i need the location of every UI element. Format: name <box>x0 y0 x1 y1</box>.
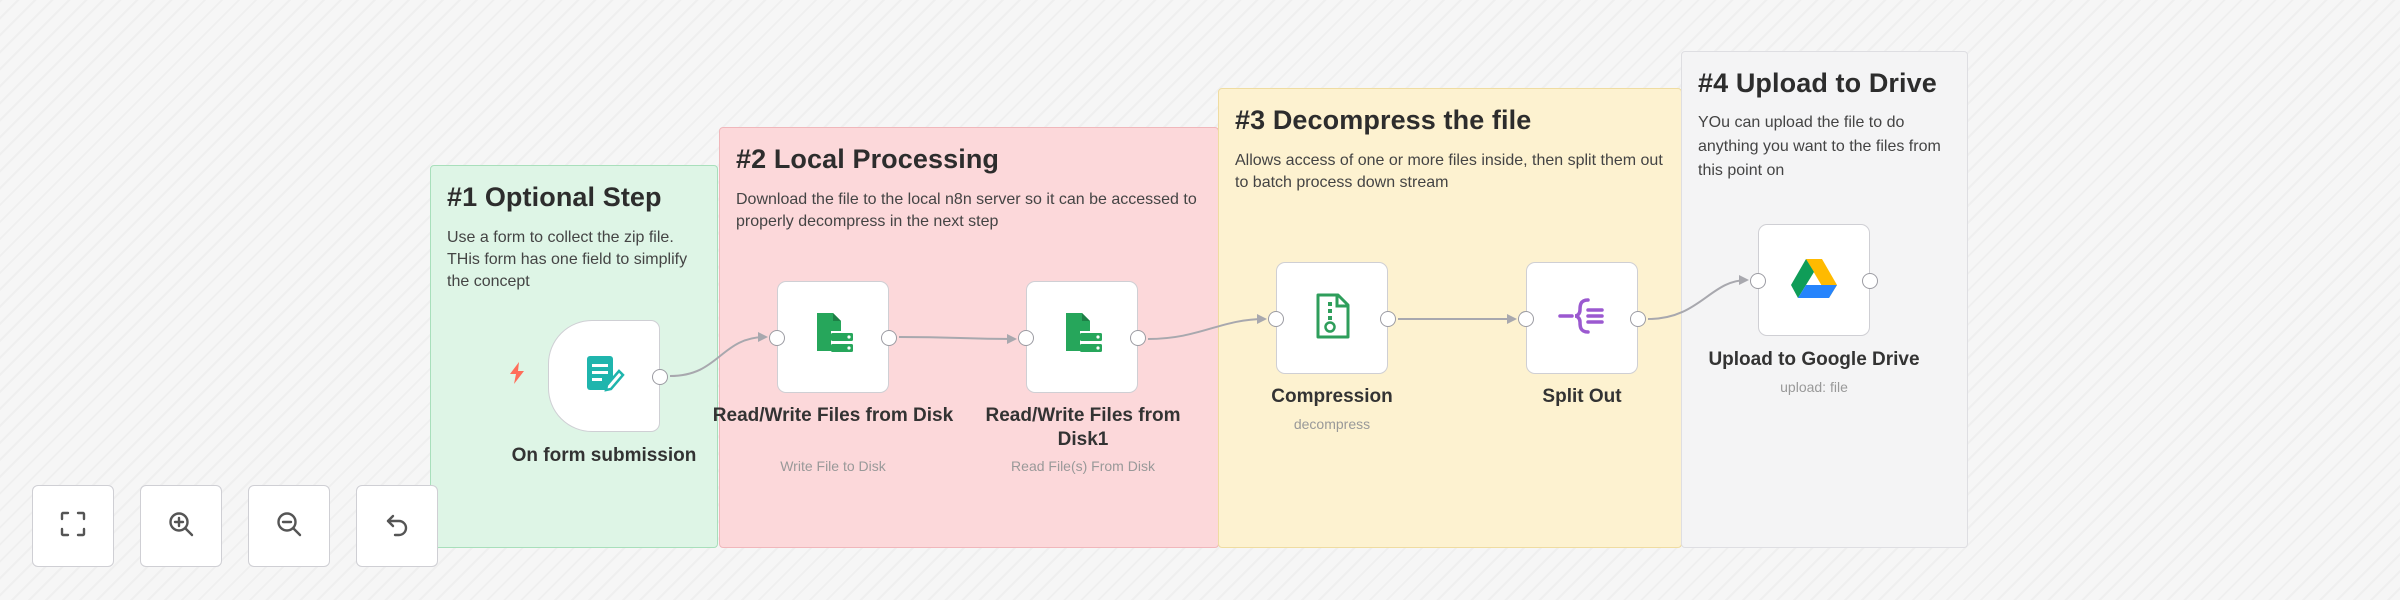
google-drive-icon <box>1790 257 1838 304</box>
node-subtitle: upload: file <box>1780 379 1848 395</box>
zoom-in-button[interactable] <box>140 485 222 567</box>
sticky-note-title: #3 Decompress the file <box>1235 105 1532 135</box>
input-port[interactable] <box>1518 311 1534 327</box>
output-port[interactable] <box>1630 311 1646 327</box>
sticky-note-title: #4 Upload to Drive <box>1698 68 1937 98</box>
split-out-icon <box>1558 296 1606 341</box>
output-port[interactable] <box>652 369 668 385</box>
file-zip-icon <box>1310 292 1354 345</box>
undo-icon <box>382 509 412 544</box>
sticky-note-body: Allows access of one or more files insid… <box>1235 152 1663 191</box>
sticky-note-body: Download the file to the local n8n serve… <box>736 191 1197 230</box>
sticky-note-title: #2 Local Processing <box>736 144 1000 174</box>
input-port[interactable] <box>1750 273 1766 289</box>
node-subtitle: Write File to Disk <box>780 458 886 474</box>
output-port[interactable] <box>1862 273 1878 289</box>
node-read-write-files-from-disk[interactable] <box>769 281 897 393</box>
zoom-out-button[interactable] <box>248 485 330 567</box>
output-port[interactable] <box>1380 311 1396 327</box>
file-disk-icon <box>809 311 857 364</box>
fullscreen-icon <box>58 509 88 544</box>
node-subtitle: decompress <box>1293 416 1371 432</box>
input-port[interactable] <box>1018 330 1034 346</box>
input-port[interactable] <box>1268 311 1284 327</box>
file-disk-icon <box>1058 311 1106 364</box>
node-label: On form submission <box>511 445 697 466</box>
node-on-form-submission[interactable] <box>548 320 668 432</box>
output-port[interactable] <box>1130 330 1146 346</box>
zoom-in-icon <box>166 509 196 544</box>
node-label: Upload to Google Drive <box>1708 349 1920 370</box>
node-compression[interactable] <box>1268 262 1396 374</box>
fit-view-button[interactable] <box>32 485 114 567</box>
node-split-out[interactable] <box>1518 262 1646 374</box>
bolt-icon <box>508 362 526 389</box>
node-label: Split Out <box>1542 386 1622 407</box>
sticky-note-title: #1 Optional Step <box>447 182 662 212</box>
sticky-note-body: YOu can upload the file to do anything y… <box>1698 114 1941 179</box>
node-label: Compression <box>1271 386 1393 407</box>
sticky-note-body: Use a form to collect the zip file. THis… <box>447 229 688 290</box>
node-label: Read/Write Files from Disk1 <box>985 405 1181 450</box>
form-edit-icon <box>581 351 627 402</box>
node-upload-to-google-drive[interactable] <box>1750 224 1878 336</box>
reset-zoom-button[interactable] <box>356 485 438 567</box>
input-port[interactable] <box>769 330 785 346</box>
node-subtitle: Read File(s) From Disk <box>1011 458 1155 474</box>
node-read-write-files-from-disk1[interactable] <box>1018 281 1146 393</box>
node-label: Read/Write Files from Disk <box>712 405 954 426</box>
output-port[interactable] <box>881 330 897 346</box>
zoom-out-icon <box>274 509 304 544</box>
